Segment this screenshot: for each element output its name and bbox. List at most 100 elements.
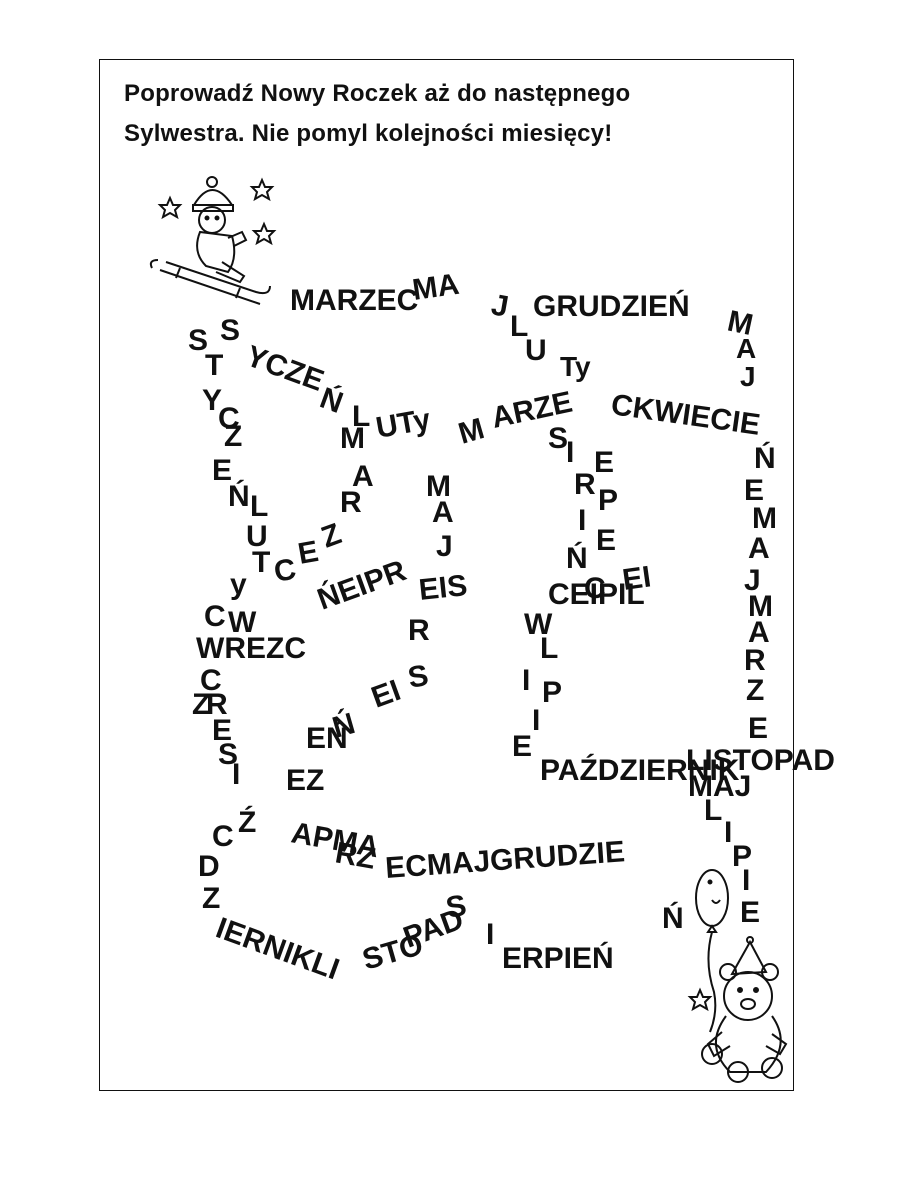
maze-letters: A bbox=[352, 460, 374, 493]
maze-letters: E bbox=[295, 535, 320, 571]
maze-letters: I bbox=[486, 918, 494, 951]
maze-letters: Ń bbox=[228, 479, 250, 513]
maze-letters: I bbox=[724, 816, 732, 849]
maze-letters: T bbox=[252, 546, 270, 579]
maze-letters: y bbox=[230, 568, 247, 601]
maze-letters: P bbox=[598, 484, 618, 517]
maze-letters: C bbox=[218, 402, 240, 435]
maze-letters: S bbox=[405, 659, 430, 695]
maze-letters: J bbox=[740, 361, 756, 392]
maze-letters: P bbox=[732, 840, 752, 873]
maze-letters: D bbox=[198, 850, 220, 883]
maze-letters: Ń bbox=[754, 441, 776, 475]
maze-letters: R bbox=[408, 614, 430, 647]
maze-letters: EI bbox=[367, 674, 405, 715]
maze-letters: EZ bbox=[286, 764, 324, 797]
maze-letters: M bbox=[748, 590, 773, 623]
maze-letters: E bbox=[594, 446, 614, 479]
maze-letters: ECMAJGRUDZIE bbox=[384, 835, 626, 885]
maze-letters: IERNIKLI bbox=[212, 912, 344, 987]
maze-letters: PAŹDZIERNIK bbox=[540, 753, 740, 787]
maze-letters: I bbox=[532, 704, 540, 737]
instruction-line-2: Sylwestra. Nie pomyl kolejności miesięcy… bbox=[124, 120, 613, 147]
maze-letters: E bbox=[512, 730, 532, 763]
maze-letters: I bbox=[578, 504, 586, 537]
worksheet-frame bbox=[99, 59, 794, 1091]
maze-letters: MAJ bbox=[688, 770, 751, 803]
maze-letters: E bbox=[212, 454, 232, 487]
maze-letters: MARZEC bbox=[290, 284, 418, 317]
maze-letters: Z bbox=[746, 674, 764, 707]
maze-letters: Z bbox=[317, 517, 346, 554]
maze-letters: ŃEIPR bbox=[313, 553, 411, 616]
maze-letters: L bbox=[510, 310, 528, 343]
maze-letters: A bbox=[736, 333, 756, 364]
maze-letters: E bbox=[740, 896, 760, 929]
maze-letters: I bbox=[232, 758, 240, 791]
maze-letters: M bbox=[340, 422, 365, 455]
maze-letters: J bbox=[436, 530, 453, 563]
maze-letters: E bbox=[744, 474, 764, 507]
maze-letters: R bbox=[340, 486, 362, 519]
maze-letters: J bbox=[489, 288, 511, 323]
star-icon bbox=[249, 177, 275, 202]
maze-letters: E bbox=[596, 524, 616, 557]
maze-letters: R bbox=[574, 468, 596, 501]
maze-letters: P bbox=[542, 676, 562, 709]
instruction-line-1: Poprowadź Nowy Roczek aż do następnego bbox=[124, 80, 631, 107]
maze-letters: C bbox=[200, 664, 222, 697]
maze-letters: Ń bbox=[566, 541, 588, 575]
star-icon bbox=[687, 987, 713, 1012]
maze-letters: A bbox=[748, 616, 770, 649]
maze-letters: W bbox=[228, 606, 257, 639]
maze-letters: CEIPIL bbox=[548, 578, 645, 611]
maze-letters: S bbox=[188, 324, 208, 357]
maze-letters: E bbox=[748, 712, 768, 745]
maze-letters: W bbox=[524, 608, 553, 641]
maze-letters: L bbox=[250, 490, 268, 523]
maze-letters: Z bbox=[224, 420, 242, 453]
maze-letters: Ń bbox=[662, 901, 684, 935]
maze-letters: CKWIECIE bbox=[609, 388, 762, 442]
maze-letters: I bbox=[566, 436, 574, 469]
maze-letters: R bbox=[744, 644, 766, 677]
maze-letters: C bbox=[204, 600, 226, 633]
maze-letters: EIS bbox=[417, 569, 469, 607]
maze-letters: YCZE bbox=[242, 340, 328, 398]
maze-letters: M bbox=[455, 412, 488, 451]
maze-letters: Ź bbox=[238, 805, 256, 839]
star-icon bbox=[157, 195, 183, 220]
maze-letters: R bbox=[206, 688, 228, 721]
maze-letters: C bbox=[271, 553, 298, 589]
maze-letters: L bbox=[352, 400, 370, 433]
maze-letters: S bbox=[548, 422, 568, 455]
maze-letters: E bbox=[212, 714, 232, 747]
maze-letters: RZ bbox=[333, 836, 378, 875]
maze-letters: C bbox=[212, 820, 234, 853]
maze-letters: L bbox=[704, 794, 722, 827]
maze-letters: Z bbox=[192, 688, 210, 721]
maze-letters: WREZC bbox=[196, 632, 306, 665]
maze-letters: UTy bbox=[373, 403, 433, 445]
maze-letters: Z bbox=[202, 882, 220, 915]
maze-letters: C bbox=[584, 572, 606, 605]
maze-letters: ERPIEŃ bbox=[502, 941, 614, 975]
maze-letters: J bbox=[744, 564, 761, 597]
maze-letters: I bbox=[742, 864, 750, 897]
maze-letters: U bbox=[246, 520, 268, 553]
star-icon bbox=[251, 221, 277, 246]
maze-letters: A bbox=[748, 532, 770, 565]
maze-letters: S bbox=[443, 889, 468, 925]
maze-letters: I bbox=[522, 664, 530, 697]
maze-letters: S bbox=[220, 314, 240, 347]
maze-letters: U bbox=[525, 334, 547, 367]
maze-letters: S bbox=[218, 738, 238, 771]
maze-letters: T bbox=[205, 349, 223, 382]
maze-letters: GRUDZIEŃ bbox=[533, 289, 690, 323]
maze-letters: LISTOPAD bbox=[686, 744, 835, 777]
maze-letters: M bbox=[752, 502, 777, 535]
maze-letters: Y bbox=[202, 384, 222, 417]
